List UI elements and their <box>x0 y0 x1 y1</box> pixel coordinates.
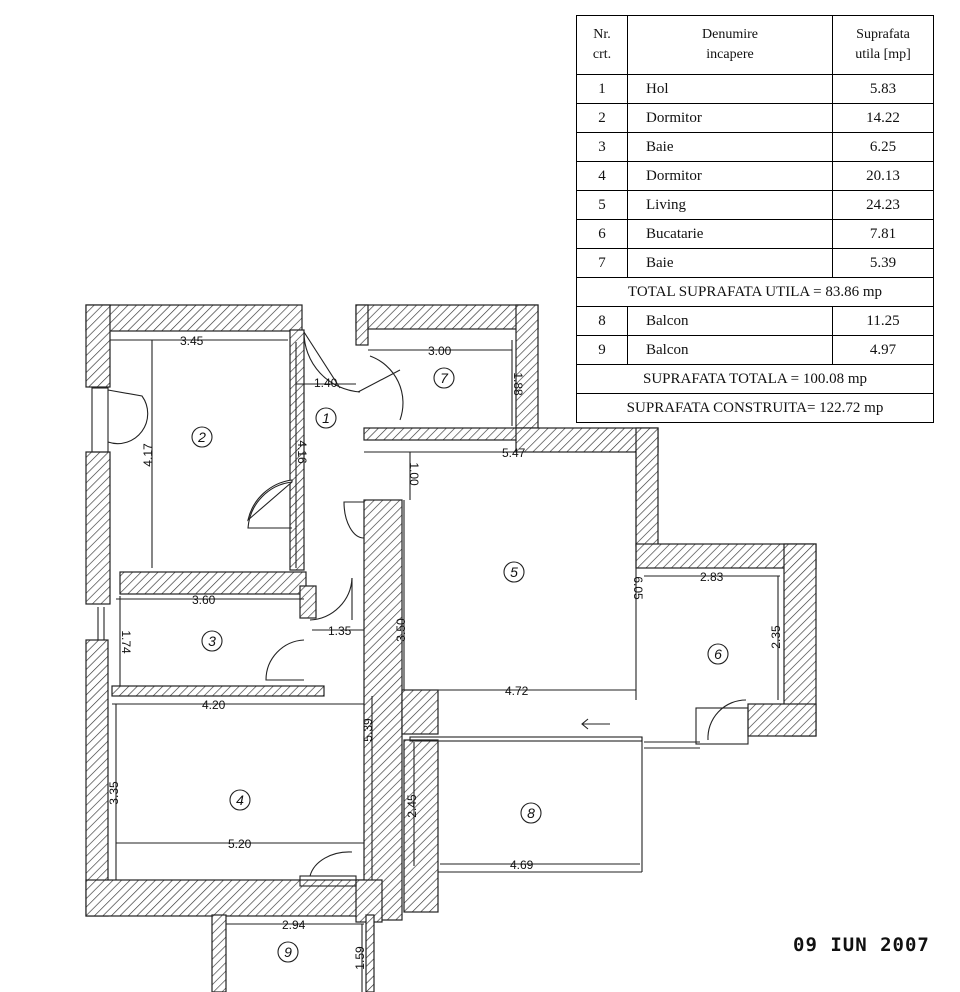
built-area: SUPRAFATA CONSTRUITA= 122.72 mp <box>576 393 934 423</box>
dim-label: 4.16 <box>295 440 309 464</box>
dim-label: 1.40 <box>314 376 338 390</box>
dim-label: 3.50 <box>394 618 408 642</box>
room-marker-9: 9 <box>277 941 299 963</box>
cell-name: Dormitor <box>627 161 833 191</box>
dim-label: 4.72 <box>505 684 529 698</box>
cell-area: 14.22 <box>832 103 934 133</box>
cell-nr: 1 <box>576 74 628 104</box>
cell-nr: 9 <box>576 335 628 365</box>
dim-label: 3.00 <box>428 344 452 358</box>
cell-area: 5.39 <box>832 248 934 278</box>
cell-area: 4.97 <box>832 335 934 365</box>
thin-lines <box>91 387 700 873</box>
door-room-7 <box>357 355 404 421</box>
dim-label: 5.39 <box>361 718 375 742</box>
cell-name: Bucatarie <box>627 219 833 249</box>
cell-nr: 6 <box>576 219 628 249</box>
dim-label: 4.17 <box>141 443 155 467</box>
room-marker-2: 2 <box>191 426 213 448</box>
door-balcony-9 <box>299 851 357 887</box>
dim-label: 1.00 <box>407 462 421 486</box>
dim-label: 5.47 <box>502 446 526 460</box>
dim-label: 1.88 <box>511 372 525 396</box>
cell-area: 11.25 <box>832 306 934 336</box>
room-marker-6: 6 <box>707 643 729 665</box>
door-room-3 <box>309 577 353 621</box>
dim-label: 4.69 <box>510 858 534 872</box>
built-area-row: SUPRAFATA CONSTRUITA= 122.72 mp <box>576 393 934 423</box>
svg-text:7: 7 <box>440 370 449 386</box>
cell-area: 7.81 <box>832 219 934 249</box>
dim-label: 1.35 <box>328 624 352 638</box>
dim-label: 6.05 <box>631 576 645 600</box>
room-markers: 1 2 3 4 5 6 7 8 9 <box>191 367 729 963</box>
dimension-labels: 3.45 4.17 4.16 1.40 3.00 1.88 5.47 1.00 … <box>107 334 783 970</box>
date-stamp: 09 IUN 2007 <box>793 934 930 956</box>
dim-label: 4.20 <box>202 698 226 712</box>
room-marker-3: 3 <box>201 630 223 652</box>
doors <box>107 331 749 887</box>
room-marker-7: 7 <box>433 367 455 389</box>
room-marker-8: 8 <box>520 802 542 824</box>
dim-label: 5.20 <box>228 837 252 851</box>
cell-name: Hol <box>627 74 833 104</box>
header-nr: Nr.crt. <box>576 15 628 75</box>
svg-text:5: 5 <box>510 564 518 580</box>
dim-label: 3.45 <box>180 334 204 348</box>
svg-text:1: 1 <box>322 410 330 426</box>
dim-label: 2.35 <box>769 625 783 649</box>
dim-label: 1.59 <box>353 946 367 970</box>
svg-text:3: 3 <box>208 633 216 649</box>
dim-label: 3.35 <box>107 781 121 805</box>
door-balcony-6 <box>695 699 749 745</box>
room-marker-1: 1 <box>315 407 337 429</box>
door-hol-living <box>343 501 365 539</box>
door-hol-entry <box>303 331 361 393</box>
total-area: SUPRAFATA TOTALA = 100.08 mp <box>576 364 934 394</box>
dim-label: 3.60 <box>192 593 216 607</box>
dimension-lines <box>110 339 780 992</box>
room-marker-5: 5 <box>503 561 525 583</box>
door-room-3b <box>265 639 305 681</box>
walls <box>85 304 817 992</box>
dim-label: 2.94 <box>282 918 306 932</box>
cell-area: 5.83 <box>832 74 934 104</box>
svg-text:9: 9 <box>284 944 292 960</box>
room-marker-4: 4 <box>229 789 251 811</box>
dim-label: 2.45 <box>405 794 419 818</box>
cell-area: 6.25 <box>832 132 934 162</box>
door-window-2 <box>107 389 149 445</box>
cell-nr: 2 <box>576 103 628 133</box>
dim-label: 1.74 <box>119 630 133 654</box>
svg-text:6: 6 <box>714 646 722 662</box>
total-area-row: SUPRAFATA TOTALA = 100.08 mp <box>576 364 934 394</box>
door-room-2 <box>247 479 293 529</box>
svg-text:4: 4 <box>236 792 244 808</box>
svg-text:2: 2 <box>197 429 206 445</box>
svg-text:8: 8 <box>527 805 535 821</box>
dim-label: 2.83 <box>700 570 724 584</box>
